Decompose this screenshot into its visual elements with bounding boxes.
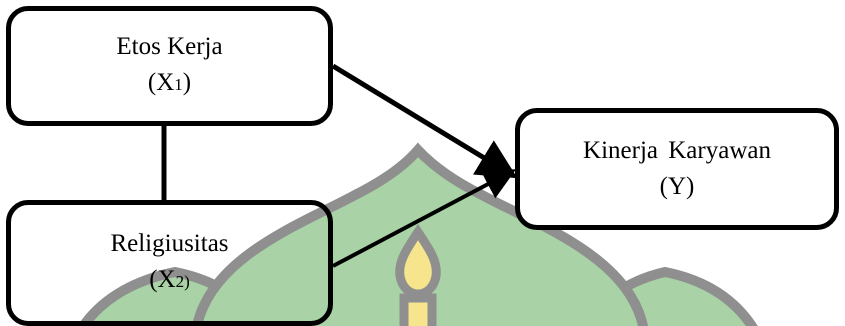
node-etos-kerja-code-open: (X: [147, 69, 175, 96]
node-kinerja-karyawan: Kinerja Karyawan (Y): [515, 108, 839, 230]
node-etos-kerja-code-sub: 1: [174, 75, 183, 94]
node-religiusitas-code-open: (X: [149, 266, 176, 293]
node-kinerja-karyawan-title: Kinerja Karyawan: [583, 137, 771, 164]
node-etos-kerja-title: Etos Kerja: [116, 33, 223, 60]
edge-x1-y-arrow: [331, 63, 518, 179]
node-etos-kerja: Etos Kerja (X1): [6, 6, 333, 126]
node-kinerja-karyawan-code: (Y): [659, 173, 695, 200]
node-religiusitas-code-sub: 2: [175, 272, 185, 291]
node-religiusitas: Religiusitas (X2): [6, 200, 333, 326]
node-etos-kerja-code: (X1): [148, 65, 191, 103]
edge-x2-y-arrow: [332, 169, 517, 268]
watermark-finial-stem: [399, 293, 437, 326]
node-etos-kerja-code-close: ): [182, 69, 192, 96]
node-religiusitas-code-close: ): [184, 272, 190, 291]
node-religiusitas-code: (X2): [149, 262, 190, 300]
node-religiusitas-title: Religiusitas: [110, 230, 229, 257]
